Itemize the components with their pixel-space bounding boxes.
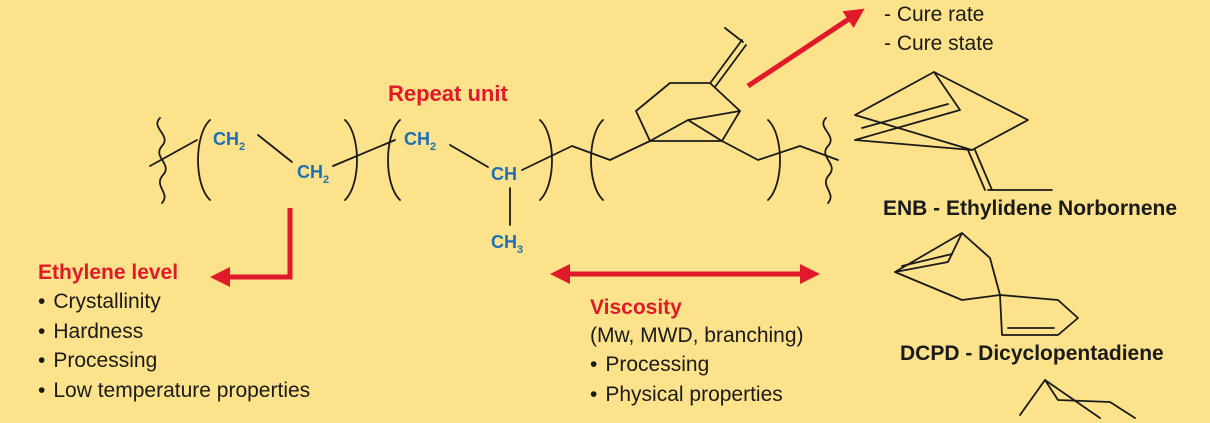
dcpd-monomer-ring <box>894 232 1001 301</box>
bracket-1-left <box>197 119 211 201</box>
polymer-enb-ethylidene <box>710 27 747 88</box>
bond-link-2 <box>521 140 651 171</box>
enb-monomer-ring <box>854 71 1029 151</box>
enb-monomer-double <box>861 103 949 129</box>
dcpd-monomer-double <box>901 253 953 267</box>
dcpd-monomer-bridge <box>894 232 963 273</box>
chain-end-right-wave <box>822 117 833 204</box>
arrow-cure <box>746 8 865 89</box>
polymer-enb-bridge-2 <box>687 110 741 121</box>
enb-monomer-ethylidene <box>967 149 1053 191</box>
chain-end-left-wave <box>156 117 167 204</box>
third-monomer-bridge <box>1044 379 1101 419</box>
ch2-group-2: CH2 <box>297 162 330 186</box>
dcpd-label: DCPD - Dicyclopentadiene <box>900 342 1164 365</box>
bond-ch2-ch2 <box>257 134 293 163</box>
list-item: Low temperature properties <box>38 376 310 406</box>
bracket-2-right <box>539 119 553 201</box>
viscosity-title: Viscosity <box>590 296 682 319</box>
ch2-group-1: CH2 <box>213 129 246 153</box>
list-item: Processing <box>38 346 310 376</box>
polymer-enb-bridge <box>649 119 723 142</box>
arrow-ethylene <box>210 208 293 287</box>
ethylene-level-list: Crystallinity Hardness Processing Low te… <box>38 287 310 405</box>
ch3-group: CH3 <box>491 232 524 256</box>
bond-link-1 <box>332 139 396 167</box>
polymer-enb-ring <box>635 82 741 142</box>
bond-chain-start <box>149 139 198 167</box>
viscosity-subtitle: (Mw, MWD, branching) <box>590 324 804 347</box>
bracket-3-left <box>590 119 604 201</box>
bond-link-3 <box>721 140 839 161</box>
list-item: Processing <box>590 350 783 380</box>
bond-ch2-ch <box>449 144 489 168</box>
cure-rate-text: - Cure rate <box>884 3 985 26</box>
enb-label: ENB - Ethylidene Norbornene <box>883 197 1178 220</box>
list-item: Hardness <box>38 317 310 347</box>
bracket-2-left <box>387 119 401 201</box>
enb-monomer-bridge <box>854 71 973 151</box>
ethylene-level-title: Ethylene level <box>38 261 179 284</box>
repeat-unit-label: Repeat unit <box>388 81 508 106</box>
list-item: Physical properties <box>590 380 782 410</box>
bracket-1-right <box>344 119 358 201</box>
ch2-group-3: CH2 <box>404 129 437 153</box>
bracket-3-right <box>767 119 781 201</box>
dcpd-monomer-cyclopentene <box>999 294 1079 336</box>
cure-state-text: - Cure state <box>884 32 994 55</box>
ch-group: CH <box>491 164 517 184</box>
third-monomer-structure <box>1019 379 1136 419</box>
viscosity-list: Processing Physical properties <box>590 350 783 410</box>
list-item: Crystallinity <box>38 287 310 317</box>
